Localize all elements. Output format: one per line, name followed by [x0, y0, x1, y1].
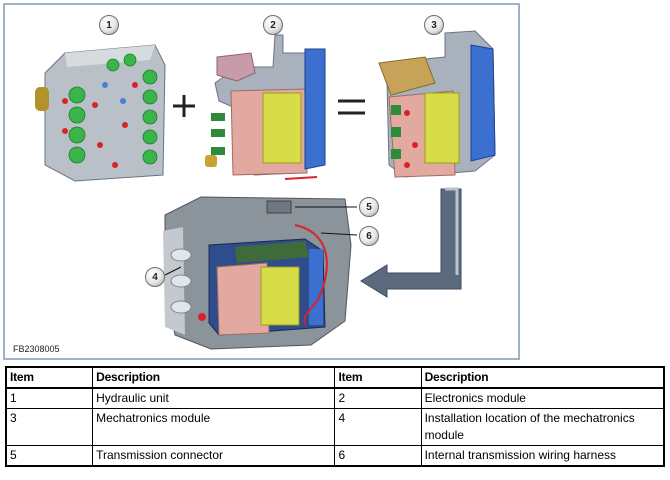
- item-number: 5: [5, 445, 94, 467]
- electronics-module-drawing: [205, 34, 326, 180]
- equals-sign: [338, 99, 365, 115]
- table-row: 5 Transmission connector 6 Internal tran…: [5, 445, 665, 467]
- table-row: 3 Mechatronics module 4 Installation loc…: [5, 408, 665, 446]
- illustration-panel: 1 2 3 4 5 6 FB2308005: [3, 3, 520, 360]
- callout-3: 3: [424, 15, 444, 35]
- item-number: 1: [5, 387, 94, 409]
- header-description-1: Description: [92, 366, 336, 389]
- installed-module-drawing: [163, 196, 358, 350]
- item-number: 3: [5, 408, 94, 446]
- hydraulic-unit-drawing: [35, 44, 166, 182]
- table-header-row: Item Description Item Description: [5, 366, 665, 389]
- callout-2: 2: [263, 15, 283, 35]
- callout-4: 4: [145, 267, 165, 287]
- table-row: 1 Hydraulic unit 2 Electronics module: [5, 387, 665, 409]
- item-description: Hydraulic unit: [92, 387, 336, 409]
- mechatronics-module-drawing: [378, 30, 496, 178]
- item-description: Internal transmission wiring harness: [420, 445, 665, 467]
- item-description-table: Item Description Item Description 1 Hydr…: [5, 366, 665, 467]
- item-description: Electronics module: [420, 387, 665, 409]
- mechatronics-illustration: [35, 30, 496, 350]
- item-number: 6: [334, 445, 422, 467]
- figure-code: FB2308005: [13, 344, 60, 354]
- header-item-1: Item: [5, 366, 94, 389]
- plus-sign: [173, 95, 195, 117]
- callout-1: 1: [99, 15, 119, 35]
- callout-6: 6: [359, 226, 379, 246]
- item-number: 2: [334, 387, 422, 409]
- installation-arrow: [360, 187, 462, 298]
- item-number: 4: [334, 408, 422, 446]
- item-description: Mechatronics module: [92, 408, 336, 446]
- callout-5: 5: [359, 197, 379, 217]
- header-description-2: Description: [420, 366, 665, 389]
- item-description: Installation location of the mechatronic…: [420, 408, 665, 446]
- item-description: Transmission connector: [92, 445, 336, 467]
- header-item-2: Item: [334, 366, 422, 389]
